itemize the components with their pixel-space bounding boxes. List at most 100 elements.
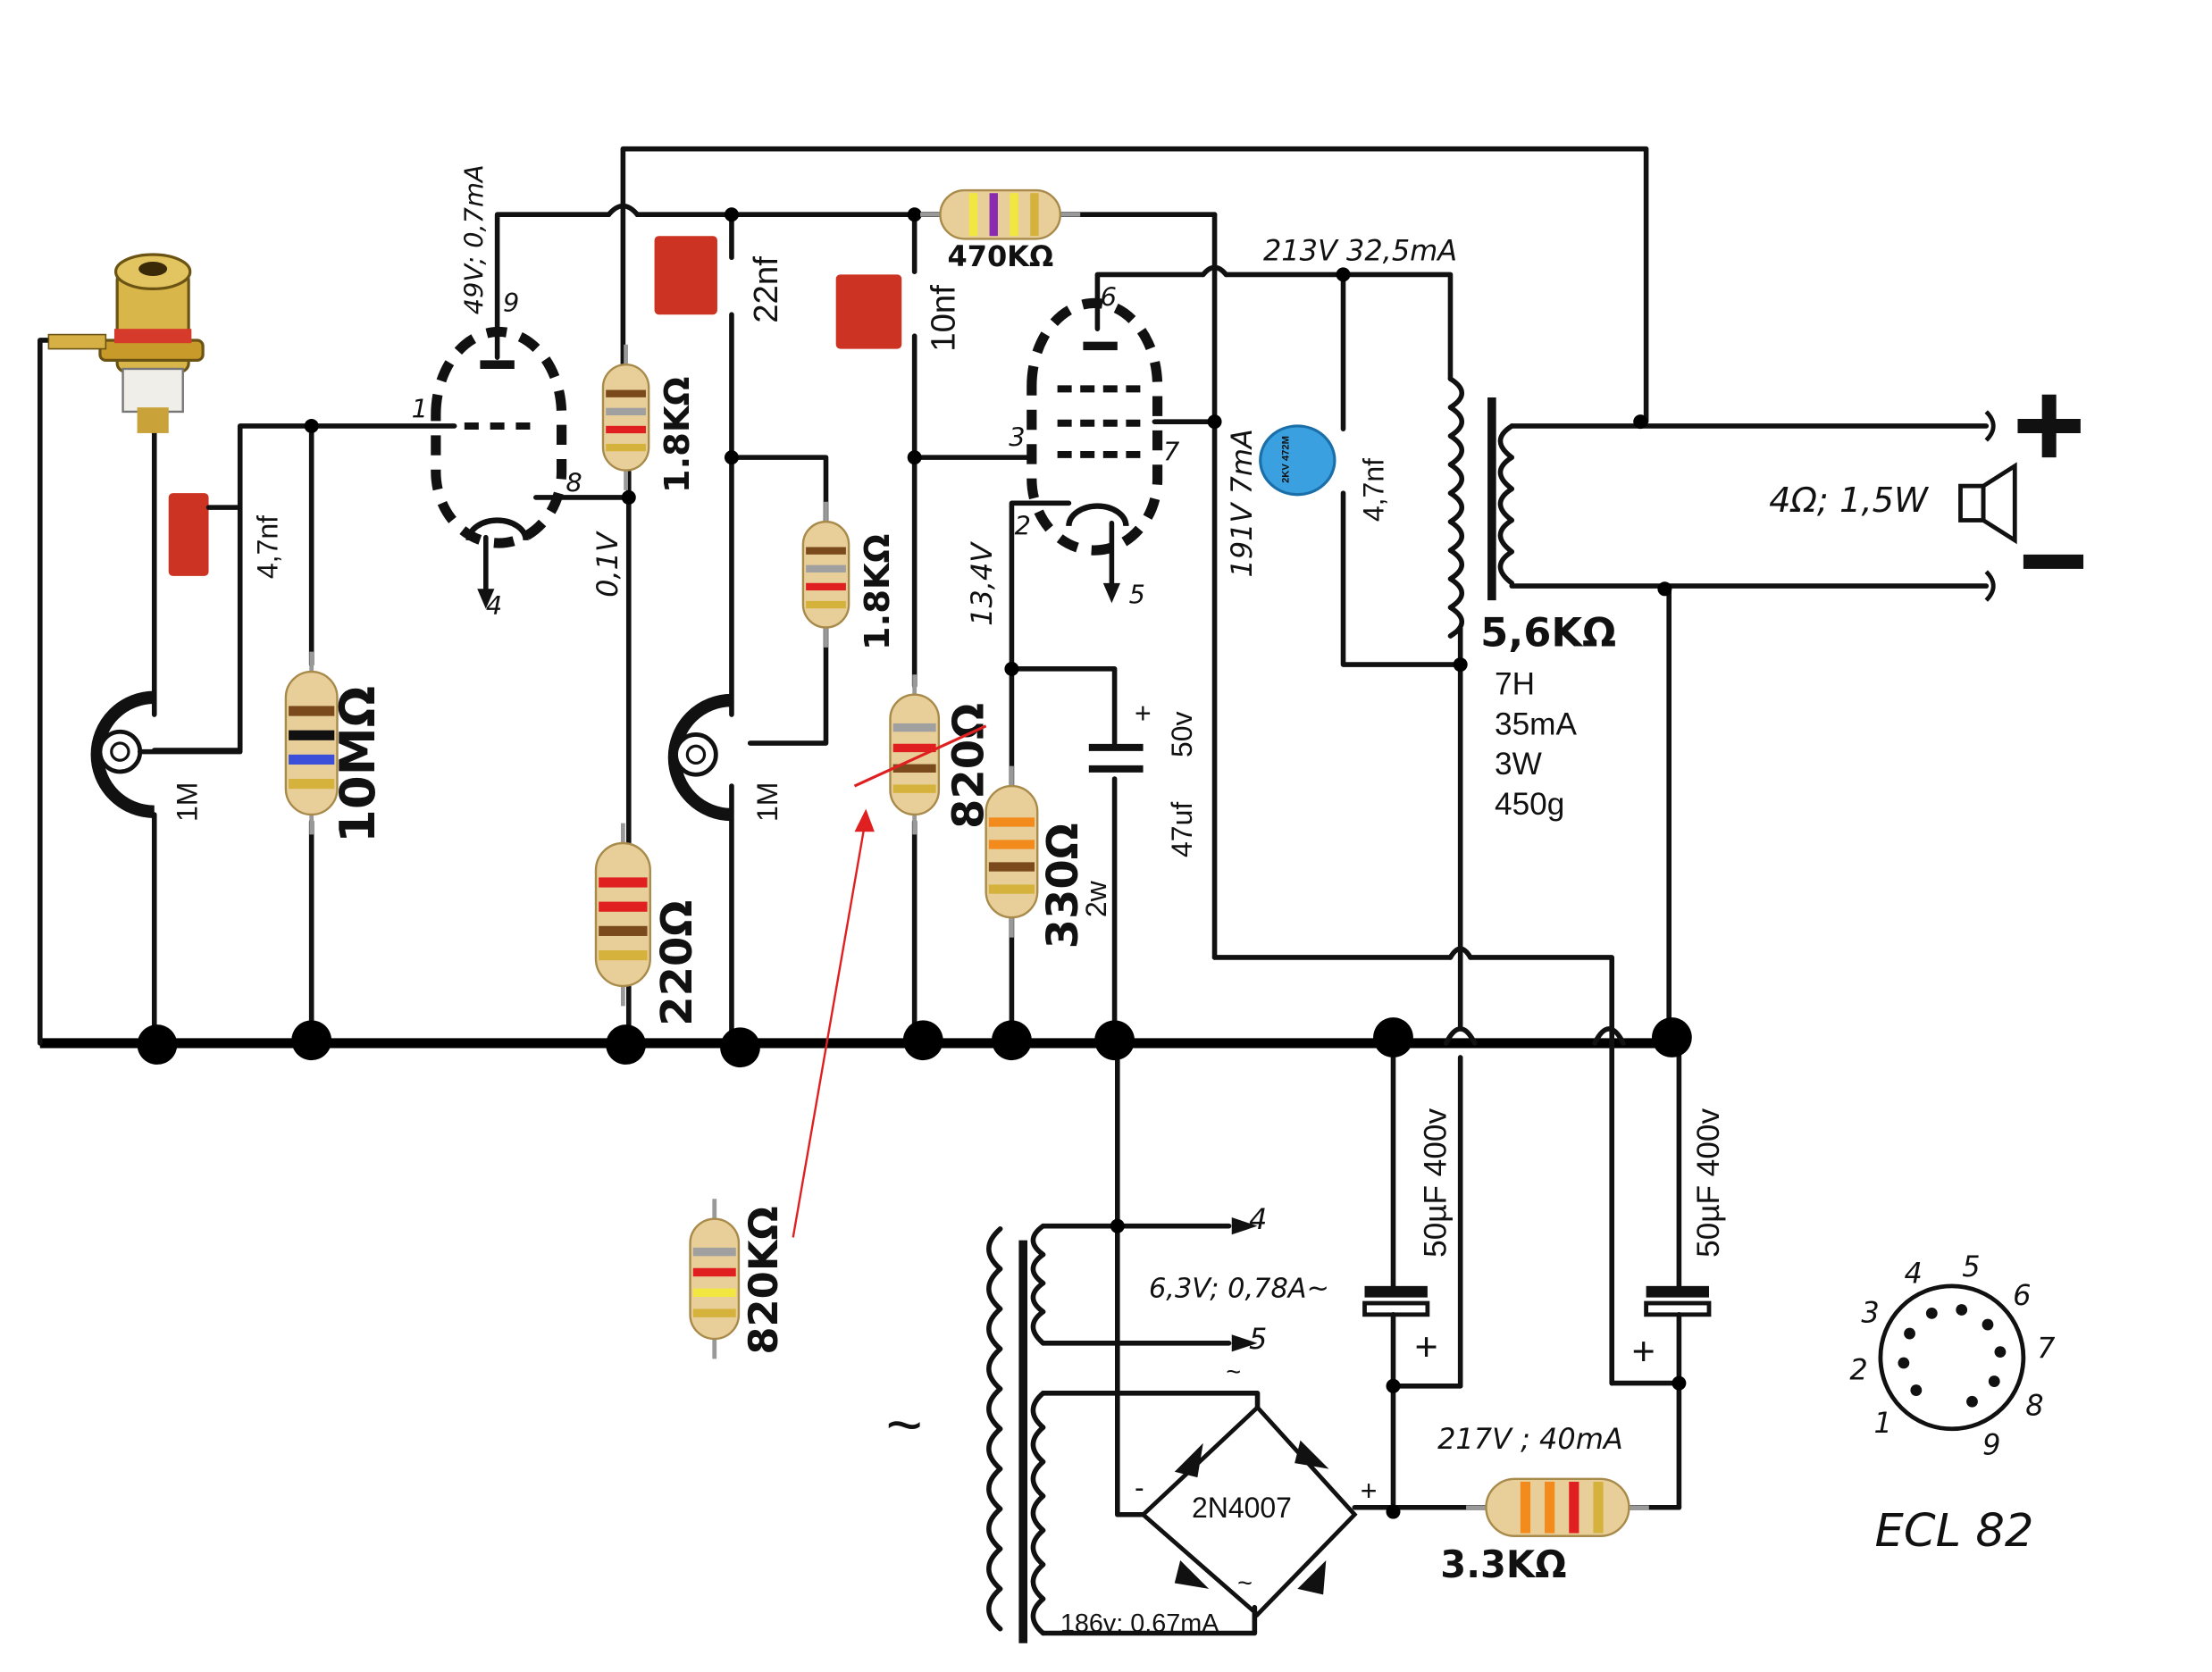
rca-input-jack	[47, 253, 205, 433]
wire-feedback	[620, 146, 1649, 424]
cap-ceramic-label: 4,7nf	[1357, 458, 1389, 522]
resistor-band	[606, 389, 646, 397]
pot2-label: 1M	[751, 782, 783, 822]
pin4a: 4	[486, 590, 502, 621]
r330-power: 2w	[1080, 880, 1112, 917]
resistor-r3k3	[1466, 1477, 1649, 1537]
socket-pin-label: 2	[1849, 1353, 1867, 1387]
output-transformer	[1447, 376, 1515, 639]
cap-10nf	[835, 274, 902, 349]
resistor-band	[806, 564, 846, 573]
bridge-minus: -	[1135, 1472, 1144, 1504]
wiring	[37, 146, 1990, 1636]
cap-47uf-plus: +	[1135, 698, 1152, 730]
r3k3-label: 3.3KΩ	[1440, 1542, 1566, 1586]
pot1-label: 1M	[172, 782, 204, 822]
resistor-band	[892, 764, 936, 773]
filter-cap-1	[1362, 1285, 1430, 1317]
resistor-r820	[889, 674, 941, 835]
socket-pin-label: 1	[1874, 1406, 1892, 1440]
socket-pin-dots	[1898, 1304, 2007, 1408]
heater-pin-4: 4	[1249, 1202, 1267, 1236]
resistor-r1k8b	[801, 501, 850, 648]
r470k-label: 470KΩ	[947, 239, 1053, 273]
pin6: 6	[1101, 282, 1117, 313]
r10m-label: 10MΩ	[330, 686, 386, 843]
cap-4n7-input	[168, 493, 243, 576]
resistor-r470k	[920, 188, 1081, 240]
cap-47uf-voltage: 50v	[1166, 711, 1198, 757]
power-transformer	[986, 1223, 1046, 1643]
pin2: 2	[1015, 511, 1031, 541]
resistor-band	[599, 925, 648, 936]
socket-pin-dot	[1994, 1346, 2007, 1358]
filter-cap-1-plus: +	[1414, 1325, 1437, 1369]
resistor-band	[1545, 1481, 1555, 1534]
filter-cap-2-plus: +	[1632, 1329, 1655, 1374]
socket-pin-dot	[1982, 1318, 1994, 1331]
cap-4n7-input-label: 4,7nf	[251, 515, 283, 579]
pentode-cathode-voltage: 13,4V	[965, 541, 999, 626]
resistor-r330	[985, 765, 1039, 938]
dc-output-spec: 217V ; 40mA	[1437, 1422, 1623, 1456]
triode-cathode-voltage: 0,1V	[591, 531, 624, 598]
bridge-ac-in-2: ~	[1237, 1569, 1253, 1598]
resistor-band	[806, 582, 846, 591]
cap-22nf-label: 22nf	[747, 256, 785, 323]
resistor-r1k8a	[601, 344, 650, 490]
resistor-band	[806, 547, 846, 555]
resistor-band	[289, 730, 335, 740]
cap-10nf-label: 10nf	[924, 285, 962, 352]
pentode-anode-voltage: 191V 7mA	[1225, 429, 1259, 577]
socket-pin-dot	[1956, 1304, 1968, 1316]
transformer-spec-2: 35mA	[1495, 706, 1577, 741]
resistor-band	[988, 840, 1035, 849]
resistor-r220	[594, 823, 651, 1007]
pin3: 3	[1009, 422, 1025, 452]
resistor-band	[892, 743, 936, 753]
hv-secondary-spec: 186v; 0,67mA	[1060, 1609, 1219, 1638]
triode-anode-voltage: 49V; 0,7mA	[459, 164, 490, 314]
r1k8b-label: 1.8KΩ	[858, 534, 898, 650]
r220-label: 220Ω	[652, 900, 702, 1026]
resistor-band	[692, 1247, 736, 1257]
resistor-band	[606, 407, 646, 415]
socket-pin-dot	[1910, 1384, 1923, 1396]
r330-label: 330Ω	[1038, 823, 1088, 949]
r820-label: 820Ω	[943, 703, 993, 829]
resistor-band	[988, 817, 1035, 827]
pin8: 8	[566, 468, 582, 498]
ecl82-socket	[1878, 1283, 2026, 1432]
socket-pin-dot	[1966, 1395, 1978, 1408]
resistor-band	[1030, 193, 1039, 237]
socket-pin-label: 8	[2025, 1389, 2043, 1423]
wire-triode-anode	[494, 212, 612, 360]
filter-cap-2-label: 50µF 400v	[1691, 1108, 1726, 1258]
pin7: 7	[1163, 436, 1180, 466]
socket-pin-label: 5	[1962, 1250, 1980, 1283]
resistor-band	[289, 779, 335, 790]
resistor-band	[892, 784, 936, 793]
resistor-band	[988, 862, 1035, 872]
resistor-band	[806, 600, 846, 609]
socket-pin-label: 7	[2037, 1332, 2056, 1366]
resistor-band	[988, 884, 1035, 894]
socket-pin-label: 6	[2013, 1278, 2031, 1312]
supply-voltage: 213V 32,5mA	[1263, 233, 1457, 267]
bridge-diode-type: 2N4007	[1192, 1492, 1292, 1524]
resistor-band	[599, 877, 648, 888]
heater-spec: 6,3V; 0,78A~	[1149, 1274, 1329, 1305]
resistor-band	[1593, 1481, 1604, 1534]
ground-junctions	[137, 207, 1692, 1519]
r820k-label: 820KΩ	[740, 1206, 787, 1354]
resistors	[284, 188, 1649, 1537]
resistor-band	[1010, 193, 1018, 237]
transformer-spec-1: 7H	[1495, 667, 1535, 702]
mains-symbol: ~	[886, 1389, 923, 1459]
resistor-r820k	[689, 1199, 741, 1359]
socket-pin-label: 4	[1904, 1257, 1922, 1291]
speaker-terminals	[1984, 394, 2084, 602]
pin9: 9	[503, 288, 519, 318]
cap-47uf-value: 47uf	[1166, 802, 1198, 857]
